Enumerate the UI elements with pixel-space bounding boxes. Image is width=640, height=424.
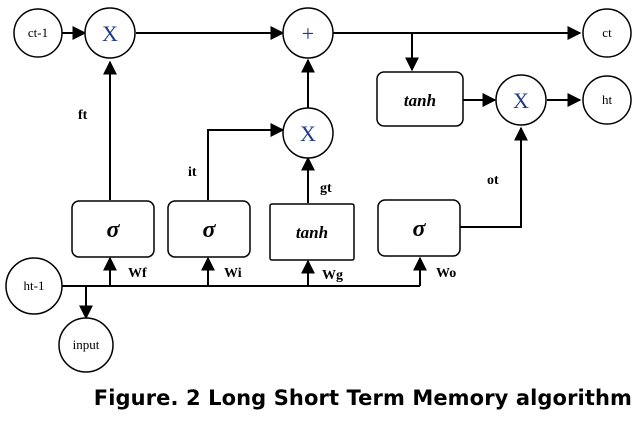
op-mult-forget-label: X: [102, 21, 118, 46]
label-wo: Wo: [436, 266, 456, 281]
gate-input: σ: [167, 200, 251, 258]
node-ht: ht: [582, 75, 632, 125]
label-it: it: [188, 165, 197, 180]
label-gt: gt: [320, 181, 332, 196]
node-ct-label: ct: [602, 25, 612, 40]
lstm-diagram: ct-1 ct ht ht-1 input X + X X σ σ: [5, 7, 632, 373]
node-ct: ct: [582, 8, 632, 58]
op-mult-input-label: X: [300, 121, 316, 146]
gate-output: σ: [377, 199, 461, 257]
edge-output-gate-to-mult: [460, 126, 528, 228]
node-ht-label: ht: [602, 92, 613, 107]
op-add: +: [282, 7, 334, 59]
node-ht-prev-label: ht-1: [24, 278, 45, 293]
edge-input-gate-to-mult: [207, 123, 285, 200]
gate-forget: σ: [71, 200, 155, 258]
label-wf: Wf: [128, 266, 147, 281]
node-input-label: input: [73, 337, 100, 352]
label-wg: Wg: [322, 268, 343, 283]
gate-cell-tanh: tanh: [376, 71, 464, 127]
op-mult-input: X: [282, 107, 334, 159]
node-ct-prev: ct-1: [13, 8, 63, 58]
label-ft: ft: [78, 108, 88, 123]
figure-caption: Figure. 2 Long Short Term Memory algorit…: [93, 386, 632, 410]
gate-output-label: σ: [413, 216, 427, 242]
gate-candidate: tanh: [269, 203, 355, 261]
op-mult-output-label: X: [513, 88, 529, 113]
label-ot: ot: [487, 173, 499, 188]
op-mult-forget: X: [84, 7, 136, 59]
gate-forget-label: σ: [107, 217, 121, 243]
gate-cell-tanh-label: tanh: [404, 91, 436, 110]
gate-candidate-label: tanh: [296, 223, 328, 242]
label-wi: Wi: [224, 266, 242, 281]
gate-input-label: σ: [203, 217, 217, 243]
op-add-label: +: [302, 21, 314, 46]
node-ht-prev: ht-1: [5, 257, 63, 315]
node-ct-prev-label: ct-1: [28, 25, 48, 40]
op-mult-output: X: [495, 74, 547, 126]
node-input: input: [58, 317, 114, 373]
